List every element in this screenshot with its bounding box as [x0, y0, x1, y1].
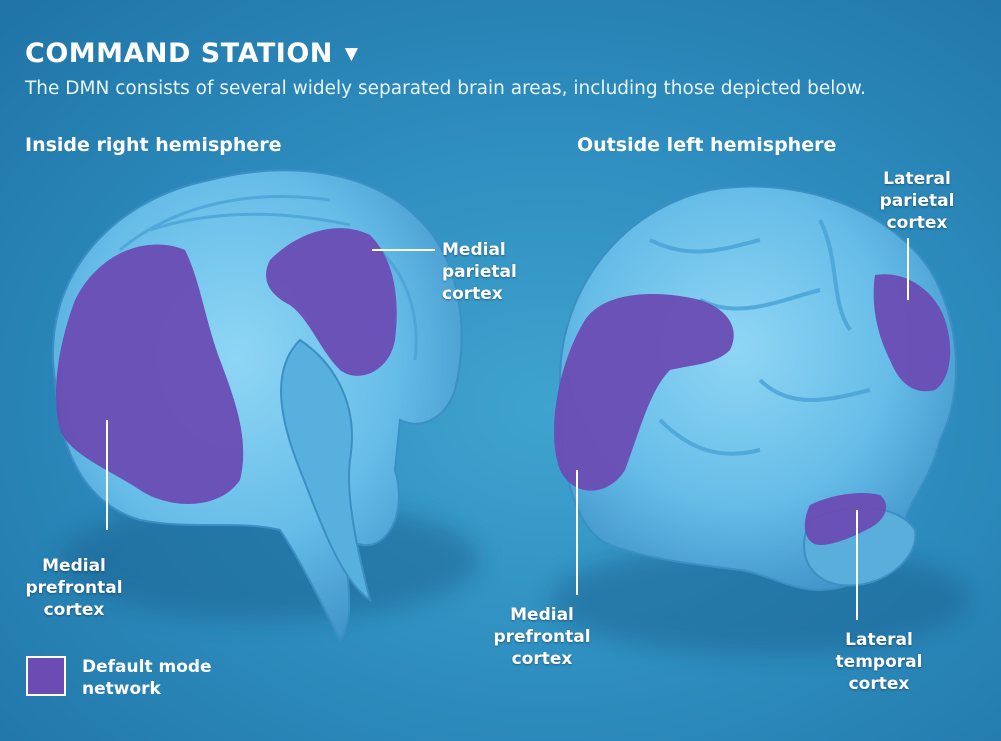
dmn-region-medial-prefrontal-left: [55, 244, 244, 504]
dmn-region-medial-parietal: [266, 228, 397, 376]
dmn-region-lateral-temporal: [804, 493, 887, 545]
figure-subtitle: The DMN consists of several widely separ…: [25, 78, 867, 99]
title-text: COMMAND STATION: [25, 38, 333, 69]
dmn-region-lateral-parietal: [873, 274, 951, 392]
legend-label: Default mode network: [82, 657, 212, 699]
heading-inside-right-hemisphere: Inside right hemisphere: [25, 134, 282, 156]
label-lateral-temporal-cortex: Lateral temporal cortex: [835, 630, 923, 694]
label-lateral-parietal-cortex: Lateral parietal cortex: [879, 169, 955, 233]
label-medial-prefrontal-cortex-right: Medial prefrontal cortex: [493, 605, 591, 669]
triangle-down-icon: ▼: [344, 43, 359, 64]
label-medial-parietal-cortex: Medial parietal cortex: [442, 240, 517, 304]
dmn-region-medial-prefrontal-right: [554, 294, 734, 491]
figure-title: COMMAND STATION ▼: [25, 38, 358, 69]
legend-swatch-default-mode-network: [26, 656, 66, 696]
heading-outside-left-hemisphere: Outside left hemisphere: [577, 134, 837, 156]
label-medial-prefrontal-cortex-left: Medial prefrontal cortex: [25, 556, 123, 620]
inside-right-hemisphere-brain: [52, 169, 480, 642]
outside-left-hemisphere-brain: [550, 185, 970, 655]
